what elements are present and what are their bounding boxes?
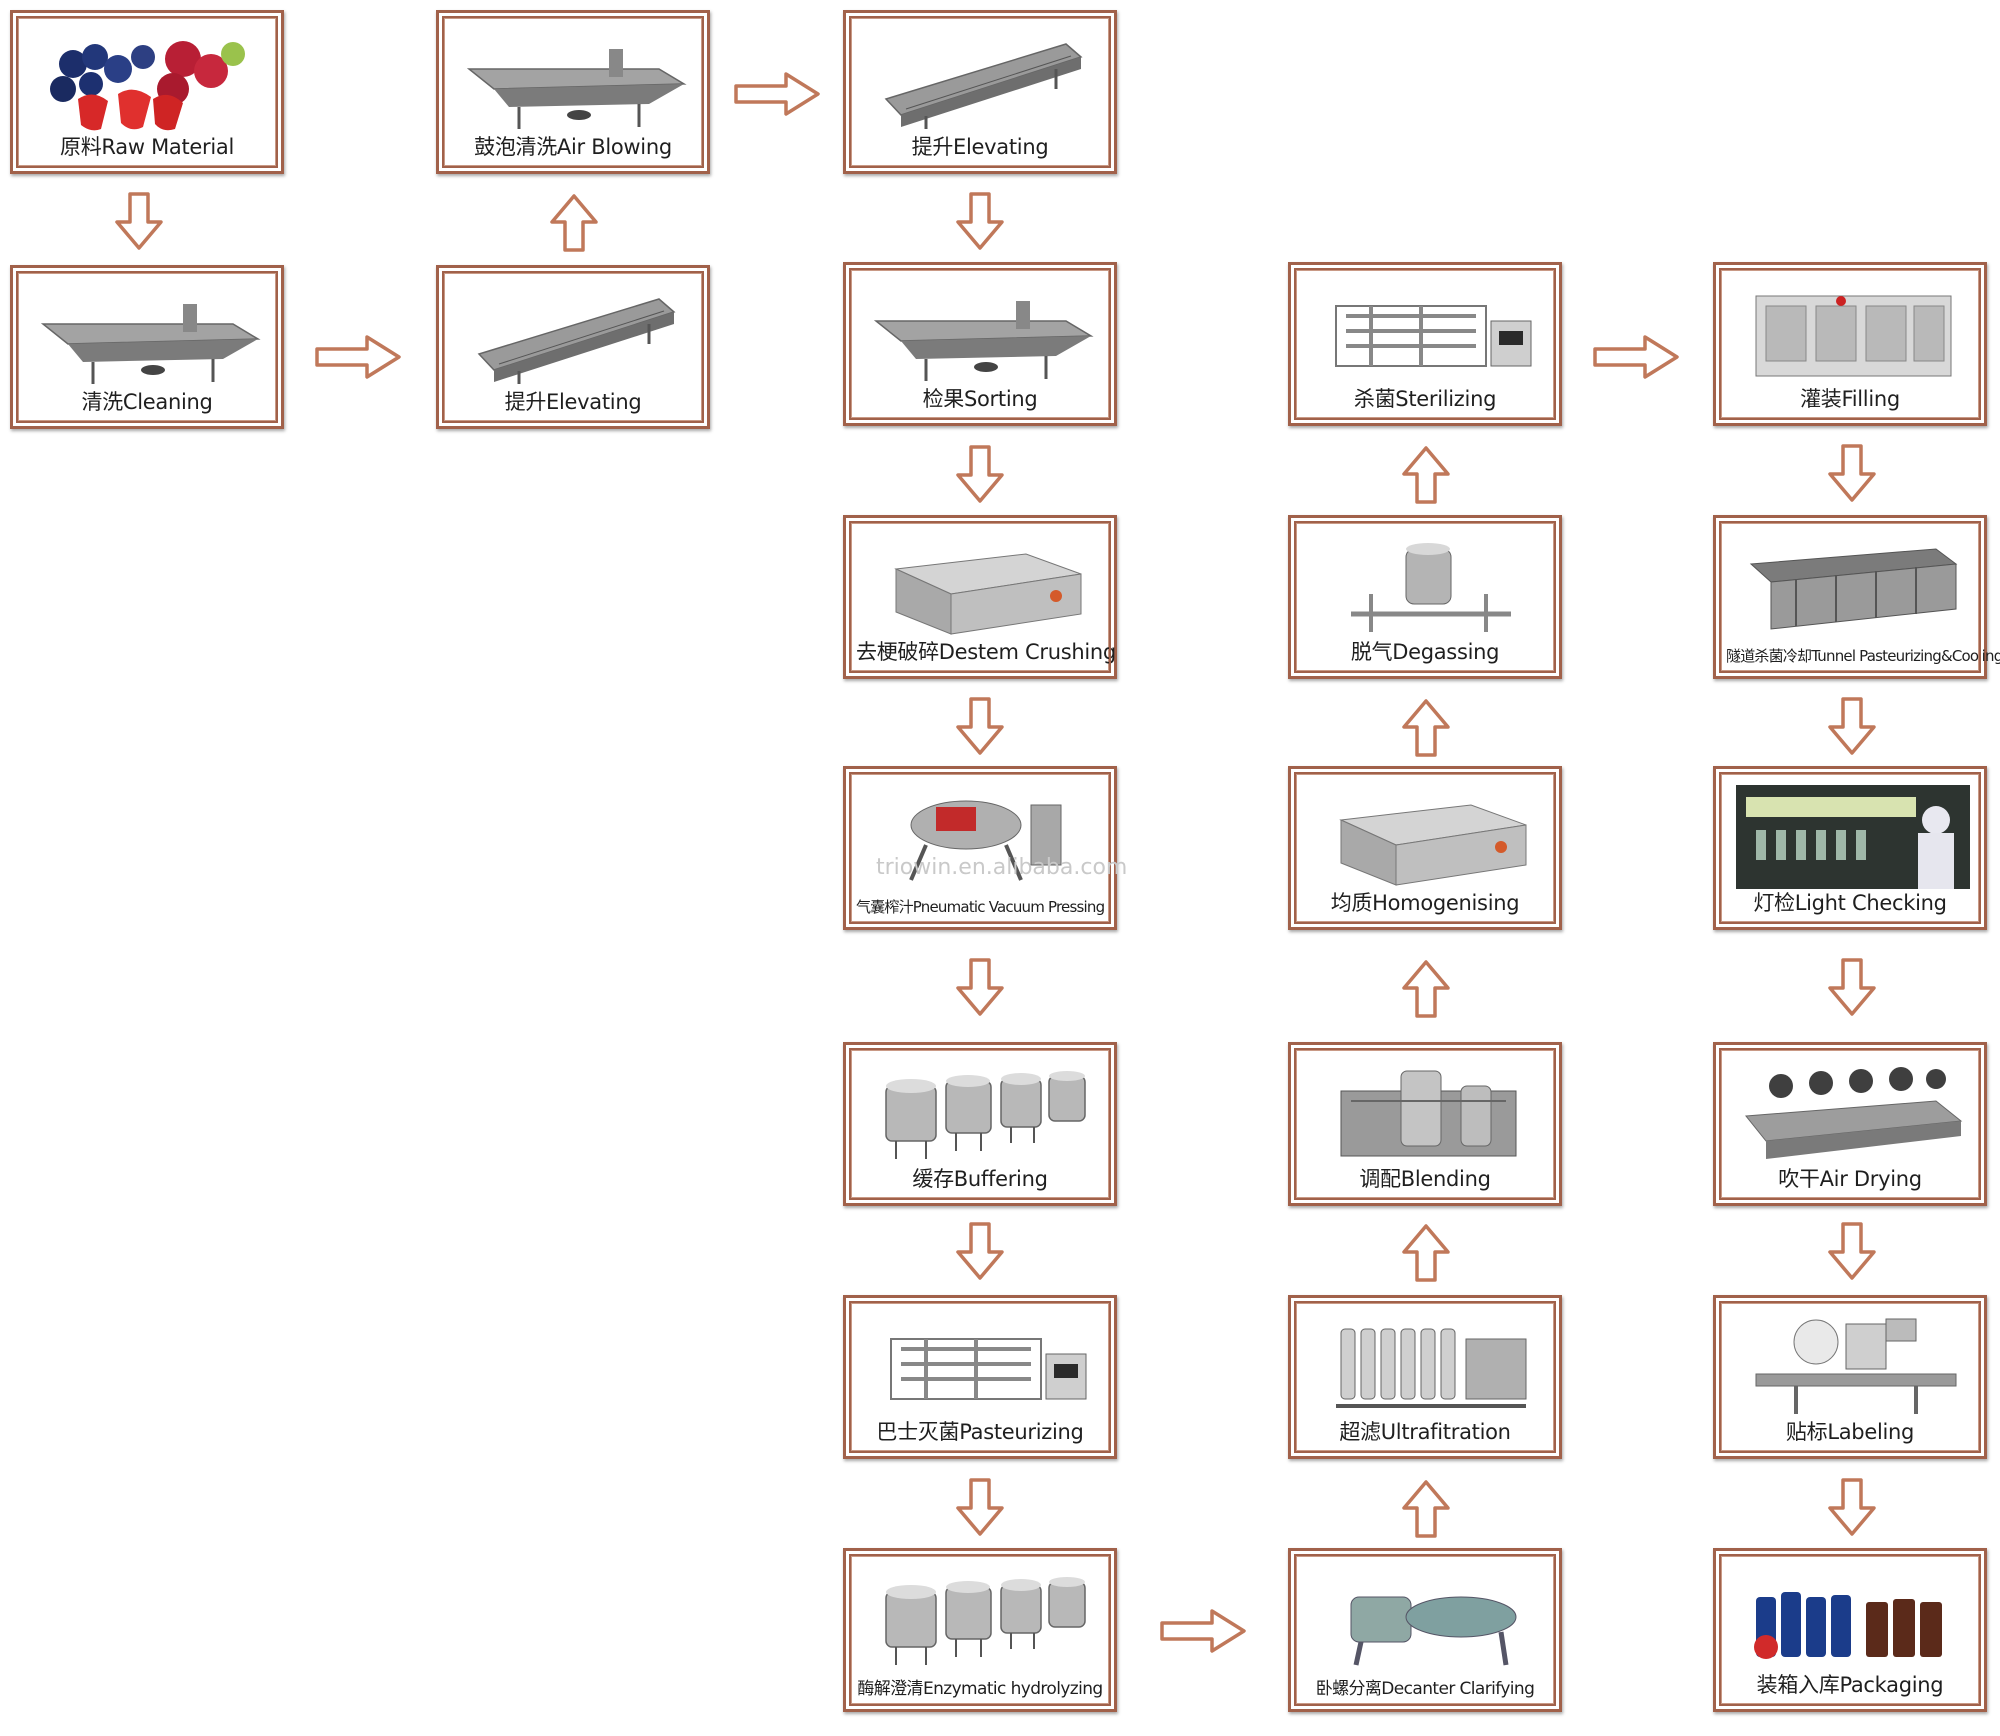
step-label: 巴士灭菌Pasteurizing xyxy=(876,1420,1084,1444)
filling-machine-image xyxy=(1755,295,1952,377)
sorting-table-image xyxy=(874,299,1093,383)
arrow-right-icon xyxy=(1593,335,1679,379)
step-label: 超滤Ultrafitration xyxy=(1339,1420,1511,1444)
arrow-down-icon xyxy=(956,958,1004,1016)
light-checking-photo xyxy=(1736,785,1970,889)
decanter-image xyxy=(1350,1596,1517,1666)
arrow-down-icon xyxy=(1828,958,1876,1016)
step-light-checking: 灯检Light Checking xyxy=(1713,766,1987,930)
step-buffering: 缓存Buffering xyxy=(843,1042,1117,1206)
arrow-down-icon xyxy=(956,445,1004,503)
step-elevating-1: 提升Elevating xyxy=(436,265,710,429)
step-label: 杀菌Sterilizing xyxy=(1353,387,1497,411)
arrow-right-icon xyxy=(1160,1609,1246,1653)
homogenizer-image xyxy=(1340,804,1527,886)
step-sterilizing: 杀菌Sterilizing xyxy=(1288,262,1562,426)
arrow-down-icon xyxy=(956,1478,1004,1536)
step-label: 检果Sorting xyxy=(922,387,1038,411)
air-drying-machine-image xyxy=(1745,1067,1963,1159)
pasteurizer-image xyxy=(889,1337,1088,1401)
step-label: 缓存Buffering xyxy=(912,1167,1048,1191)
arrow-up-icon xyxy=(550,194,598,252)
step-label: 贴标Labeling xyxy=(1785,1420,1915,1444)
arrow-up-icon xyxy=(1402,1224,1450,1282)
arrow-down-icon xyxy=(956,697,1004,755)
step-filling: 灌装Filling xyxy=(1713,262,1987,426)
step-cleaning: 清洗Cleaning xyxy=(10,265,284,429)
step-label: 提升Elevating xyxy=(504,390,642,414)
step-homogenising: 均质Homogenising xyxy=(1288,766,1562,930)
step-label: 隧道杀菌冷却Tunnel Pasteurizing&Cooling xyxy=(1726,647,2000,665)
washer-machine-image xyxy=(41,302,260,386)
degasser-image xyxy=(1351,543,1511,632)
step-enzymatic: 酶解澄清Enzymatic hydrolyzing xyxy=(843,1548,1117,1712)
step-label: 均质Homogenising xyxy=(1330,891,1520,915)
step-packaging: 装箱入库Packaging xyxy=(1713,1548,1987,1712)
step-label: 鼓泡清洗Air Blowing xyxy=(474,135,672,159)
sterilizer-image xyxy=(1334,304,1533,368)
step-air-drying: 吹干Air Drying xyxy=(1713,1042,1987,1206)
arrow-down-icon xyxy=(1828,697,1876,755)
tanks-image xyxy=(885,1070,1086,1160)
arrow-up-icon xyxy=(1402,446,1450,504)
step-elevating-2: 提升Elevating xyxy=(843,10,1117,174)
step-sorting: 检果Sorting xyxy=(843,262,1117,426)
step-label: 气囊榨汁Pneumatic Vacuum Pressing xyxy=(856,898,1105,916)
step-label: 灌装Filling xyxy=(1800,387,1900,411)
arrow-right-icon xyxy=(315,335,401,379)
arrow-down-icon xyxy=(1828,1478,1876,1536)
step-label: 去梗破碎Destem Crushing xyxy=(856,640,1116,664)
step-pasteurizing: 巴士灭菌Pasteurizing xyxy=(843,1295,1117,1459)
step-label: 原料Raw Material xyxy=(60,135,234,159)
tanks-image xyxy=(885,1576,1086,1666)
step-destem-crushing: 去梗破碎Destem Crushing xyxy=(843,515,1117,679)
ultrafiltration-image xyxy=(1336,1328,1527,1408)
step-raw-material: 原料Raw Material xyxy=(10,10,284,174)
labeling-machine-image xyxy=(1755,1318,1957,1414)
step-label: 吹干Air Drying xyxy=(1778,1167,1922,1191)
arrow-down-icon xyxy=(956,1222,1004,1280)
elevator-machine-image xyxy=(884,42,1083,131)
arrow-down-icon xyxy=(1828,444,1876,502)
step-tunnel-pasteurizing: 隧道杀菌冷却Tunnel Pasteurizing&Cooling xyxy=(1713,515,2000,679)
step-pneumatic-pressing: 气囊榨汁Pneumatic Vacuum Pressing xyxy=(843,766,1117,930)
tunnel-machine-image xyxy=(1749,548,1958,630)
step-ultrafiltration: 超滤Ultrafitration xyxy=(1288,1295,1562,1459)
step-label: 酶解澄清Enzymatic hydrolyzing xyxy=(857,1679,1103,1699)
arrow-down-icon xyxy=(115,192,163,250)
step-label: 脱气Degassing xyxy=(1350,640,1500,664)
arrow-down-icon xyxy=(1828,1222,1876,1280)
bottles-image xyxy=(1754,1592,1942,1659)
step-label: 装箱入库Packaging xyxy=(1756,1673,1944,1697)
step-degassing: 脱气Degassing xyxy=(1288,515,1562,679)
step-blending: 调配Blending xyxy=(1288,1042,1562,1206)
fruit-image xyxy=(50,41,245,131)
step-decanter: 卧螺分离Decanter Clarifying xyxy=(1288,1548,1562,1712)
step-air-blowing: 鼓泡清洗Air Blowing xyxy=(436,10,710,174)
step-label: 提升Elevating xyxy=(911,135,1049,159)
washer-machine-image xyxy=(467,47,686,131)
arrow-up-icon xyxy=(1402,960,1450,1018)
step-label: 灯检Light Checking xyxy=(1753,891,1947,915)
arrow-up-icon xyxy=(1402,1480,1450,1538)
elevator-machine-image xyxy=(477,297,676,386)
step-label: 调配Blending xyxy=(1359,1167,1491,1191)
arrow-right-icon xyxy=(734,72,820,116)
crusher-machine-image xyxy=(895,553,1082,635)
step-label: 清洗Cleaning xyxy=(81,390,213,414)
step-labeling: 贴标Labeling xyxy=(1713,1295,1987,1459)
blender-image xyxy=(1340,1070,1517,1157)
watermark: triowin.en.alibaba.com xyxy=(876,855,1128,880)
press-machine-image xyxy=(909,800,1062,881)
step-label: 卧螺分离Decanter Clarifying xyxy=(1315,1679,1535,1699)
arrow-down-icon xyxy=(956,192,1004,250)
arrow-up-icon xyxy=(1402,699,1450,757)
